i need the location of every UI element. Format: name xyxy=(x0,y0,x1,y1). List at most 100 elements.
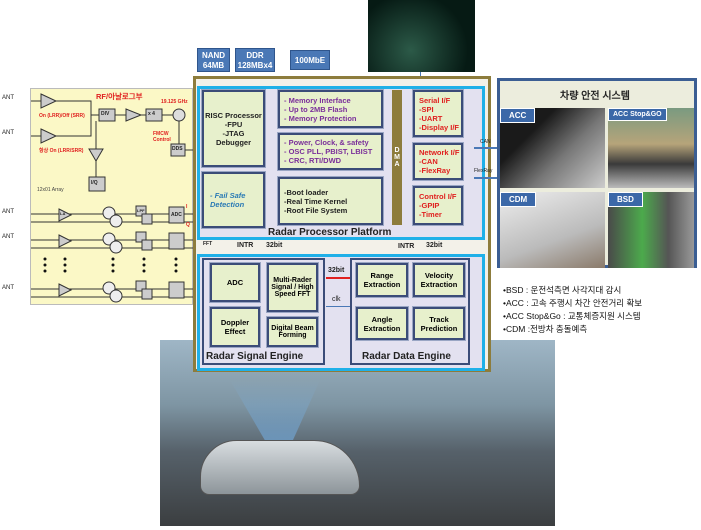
iq-label: I/Q xyxy=(91,180,98,186)
fail-safe-block: - Fail Safe Detection xyxy=(201,171,266,229)
tx-amp-1 xyxy=(40,93,58,109)
beam-forming-block: Digital Beam Forming xyxy=(266,316,319,348)
power-line: - CRC, RTI/DWD xyxy=(284,156,342,165)
freq-label: 19.125 GHz xyxy=(161,99,188,105)
clk-label: clk xyxy=(332,296,341,303)
lpf-label: LPF xyxy=(137,208,145,213)
amp-icon xyxy=(125,108,143,122)
velocity-extraction-block: Velocity Extraction xyxy=(412,262,466,298)
nand-chip: NAND 64MB xyxy=(197,48,230,72)
intr-label-left: INTR xyxy=(237,242,254,249)
adc-block: ADC xyxy=(209,262,261,303)
i-label: I xyxy=(186,204,188,210)
doppler-block: Doppler Effect xyxy=(209,306,261,348)
car-image xyxy=(200,440,360,495)
control-line: -GPIP xyxy=(419,201,440,210)
dma-letter: M xyxy=(394,154,400,161)
bsd-tag: BSD xyxy=(608,192,643,207)
track-prediction-block: Track Prediction xyxy=(412,306,466,341)
serial-if-block: Serial I/F-SPI-UART-Display I/F xyxy=(412,89,464,138)
boot-loader-block: -Boot loader-Real Time Kernel-Root File … xyxy=(277,176,384,226)
fmcw-label: FMCW Control xyxy=(153,131,171,143)
bit32-label-right: 32bit xyxy=(426,242,443,249)
control-if-block: Control I/F-GPIP-Timer xyxy=(412,185,464,226)
risc-line: -FPU xyxy=(224,119,243,129)
risc-line: RISC Processor xyxy=(205,110,262,120)
bidirectional-arrow xyxy=(326,277,350,279)
vehicle-safety-panel: 차량 안전 시스템 ACC ACC Stop&GO CDM BSD xyxy=(497,78,697,268)
div-label: DIV xyxy=(101,111,110,117)
fft-label: FFT xyxy=(203,241,213,247)
serial-line: -Display I/F xyxy=(419,122,460,132)
memory-line: - Up to 2MB Flash xyxy=(284,104,348,114)
boot-line: -Root File System xyxy=(284,205,348,215)
ant-label-5: ANT xyxy=(2,285,14,291)
dashboard-display-photo xyxy=(368,0,475,72)
memory-line: - Memory Protection xyxy=(284,113,357,123)
rf-schematic xyxy=(31,93,194,303)
network-if-block: Network I/F-CAN-FlexRay xyxy=(412,142,464,181)
oscillator-icon xyxy=(172,108,186,122)
network-line: -FlexRay xyxy=(419,166,451,175)
angle-extraction-block: Angle Extraction xyxy=(355,306,409,341)
dma-letter: A xyxy=(394,161,400,168)
power-line: - Power, Clock, & safety xyxy=(284,138,369,147)
risc-line: Debugger xyxy=(215,137,251,147)
signal-engine-title: Radar Signal Engine xyxy=(206,351,304,362)
ant-label-1: ANT xyxy=(2,95,14,101)
memory-line: - Memory Interface xyxy=(284,95,351,105)
dds-label: DDS xyxy=(172,146,183,152)
control-line: -Timer xyxy=(419,210,442,219)
control-line: Control I/F xyxy=(419,192,457,201)
platform-title: Radar Processor Platform xyxy=(268,227,392,238)
ant-label-3: ANT xyxy=(2,209,14,215)
can-arrow xyxy=(474,147,497,149)
display-arrow xyxy=(420,72,421,77)
risc-line: -JTAG xyxy=(222,128,245,138)
array-label: 12x01 Array xyxy=(37,187,64,193)
acc-stop-go-tile: ACC Stop&GO xyxy=(608,108,694,188)
power-clock-block: - Power, Clock, & safety- OSC PLL, PBIST… xyxy=(277,132,384,171)
memory-interface-block: - Memory Interface- Up to 2MB Flash- Mem… xyxy=(277,89,384,129)
lo-amp xyxy=(88,148,104,162)
serial-line: Serial I/F xyxy=(419,95,451,105)
clk-arrow xyxy=(326,306,350,307)
lna-label: LA xyxy=(60,211,66,216)
onoff-label: On (LRR)/Off (SRR) xyxy=(39,113,85,119)
boot-line: -Boot loader xyxy=(284,187,329,197)
bullet-bsd: •BSD : 운전석측면 사각지대 감시 xyxy=(503,285,622,295)
cdm-tag: CDM xyxy=(500,192,537,207)
network-line: Network I/F xyxy=(419,148,460,157)
ant-label-2: ANT xyxy=(2,130,14,136)
tx-amp-2 xyxy=(40,128,58,144)
adc-label: ADC xyxy=(171,212,182,218)
rf-analog-panel: RF/아날로그부 On (LRR)/Off (SRR) 항상 On (LRR/S… xyxy=(30,88,194,305)
bullet-acc-stop-go: •ACC Stop&Go : 교통체증지원 시스템 xyxy=(503,311,641,321)
boot-line: -Real Time Kernel xyxy=(284,196,348,206)
bit32-label-mid: 32bit xyxy=(328,267,345,274)
power-line: - OSC PLL, PBIST, LBIST xyxy=(284,147,373,156)
ant-label-4: ANT xyxy=(2,234,14,240)
acc-stop-go-tag: ACC Stop&GO xyxy=(608,108,667,121)
bit32-label-left: 32bit xyxy=(266,242,283,249)
flexray-arrow xyxy=(474,177,497,179)
serial-line: -UART xyxy=(419,113,443,123)
flexray-label: FlexRay xyxy=(474,168,493,174)
acc-tag: ACC xyxy=(500,108,536,123)
fft-block: Multi-Rader Signal / High Speed FFT xyxy=(266,262,319,313)
cdm-tile: CDM xyxy=(500,192,605,268)
bullet-acc: •ACC : 고속 주행시 차간 안전거리 확보 xyxy=(503,298,643,308)
bsd-tile: BSD xyxy=(608,192,694,268)
safety-title: 차량 안전 시스템 xyxy=(560,91,630,102)
x4-label: x 4 xyxy=(148,111,155,117)
bullet-cdm: •CDM :전방차 충돌예측 xyxy=(503,324,588,334)
data-engine-title: Radar Data Engine xyxy=(362,351,451,362)
can-label: CAN xyxy=(480,139,491,145)
serial-line: -SPI xyxy=(419,104,434,114)
dma-letter: D xyxy=(394,147,400,154)
range-extraction-block: Range Extraction xyxy=(355,262,409,298)
ethernet-chip: 100MbE xyxy=(290,50,330,70)
rf-title: RF/아날로그부 xyxy=(96,92,143,101)
